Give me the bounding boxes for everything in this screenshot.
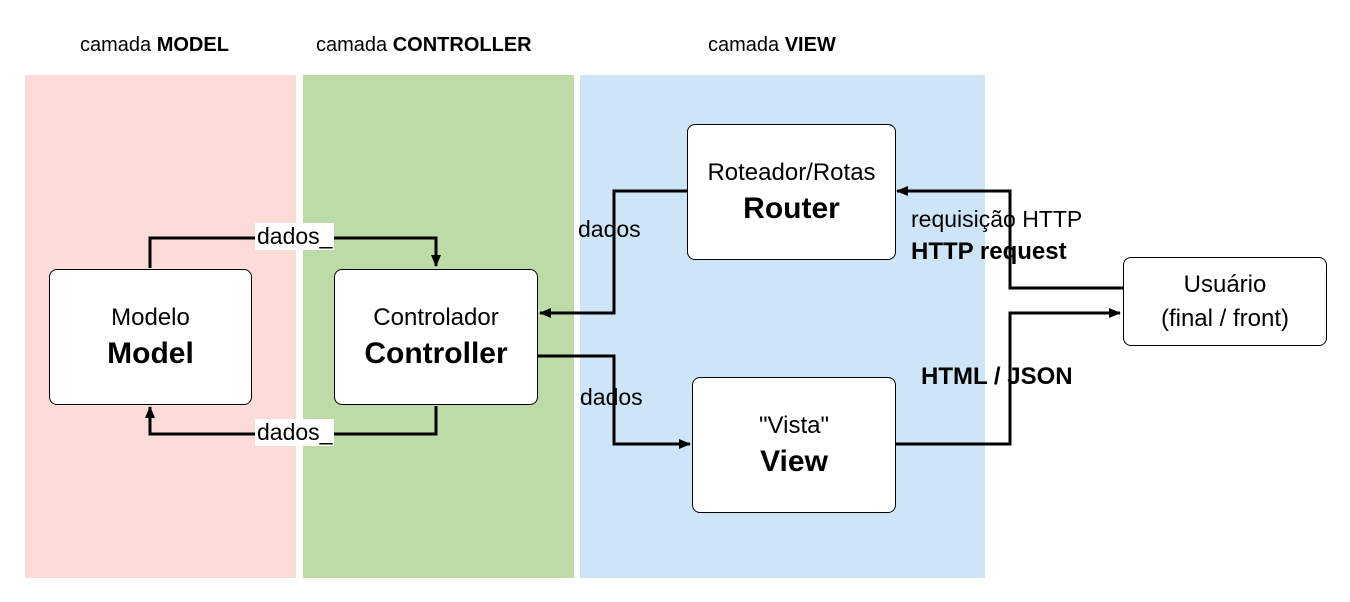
controller-node-title: Controller [364, 337, 508, 370]
layer-title-name: MODEL [156, 34, 229, 56]
model-node-subtitle: Modelo [111, 304, 190, 331]
edge-router-to-controller [539, 189, 687, 318]
model-node: Modelo Model [49, 269, 252, 405]
layer-title-controller: camada CONTROLLER [316, 34, 532, 57]
edge-controller-to-view [538, 354, 691, 449]
router-node: Roteador/Rotas Router [687, 124, 896, 260]
layer-title-view: camada VIEW [708, 34, 836, 57]
edge-label-response: HTML / JSON [921, 363, 1073, 390]
edge-label-request: requisição HTTP [911, 206, 1083, 232]
edge-view-to-user [896, 308, 1121, 446]
view-node-title: View [760, 445, 828, 478]
edge-label-controller-to-view: dados [580, 384, 643, 410]
layer-title-name: CONTROLLER [392, 34, 532, 56]
user-node: Usuário (final / front) [1123, 257, 1327, 346]
layer-title-name: VIEW [784, 34, 836, 56]
controller-node-subtitle: Controlador [373, 304, 499, 331]
layer-title-prefix: camada [316, 34, 393, 56]
model-node-title: Model [107, 337, 194, 370]
router-node-subtitle: Roteador/Rotas [707, 159, 876, 186]
user-node-line2: (final / front) [1160, 304, 1290, 332]
view-node-subtitle: "Vista" [759, 412, 829, 439]
edge-label-request-en: HTTP request [911, 238, 1067, 265]
view-node: "Vista" View [692, 377, 896, 513]
layer-title-prefix: camada [708, 34, 785, 56]
edge-label-model-to-controller: dados_ [255, 223, 335, 250]
layer-title-model: camada MODEL [80, 34, 229, 57]
edge-label-router-to-controller: dados [578, 216, 641, 242]
layer-title-prefix: camada [80, 34, 157, 56]
router-node-title: Router [743, 192, 840, 225]
edge-user-to-router [896, 186, 1123, 290]
user-node-line1: Usuário [1183, 270, 1267, 298]
edge-label-controller-to-model: dados_ [255, 419, 335, 446]
controller-node: Controlador Controller [334, 269, 538, 405]
